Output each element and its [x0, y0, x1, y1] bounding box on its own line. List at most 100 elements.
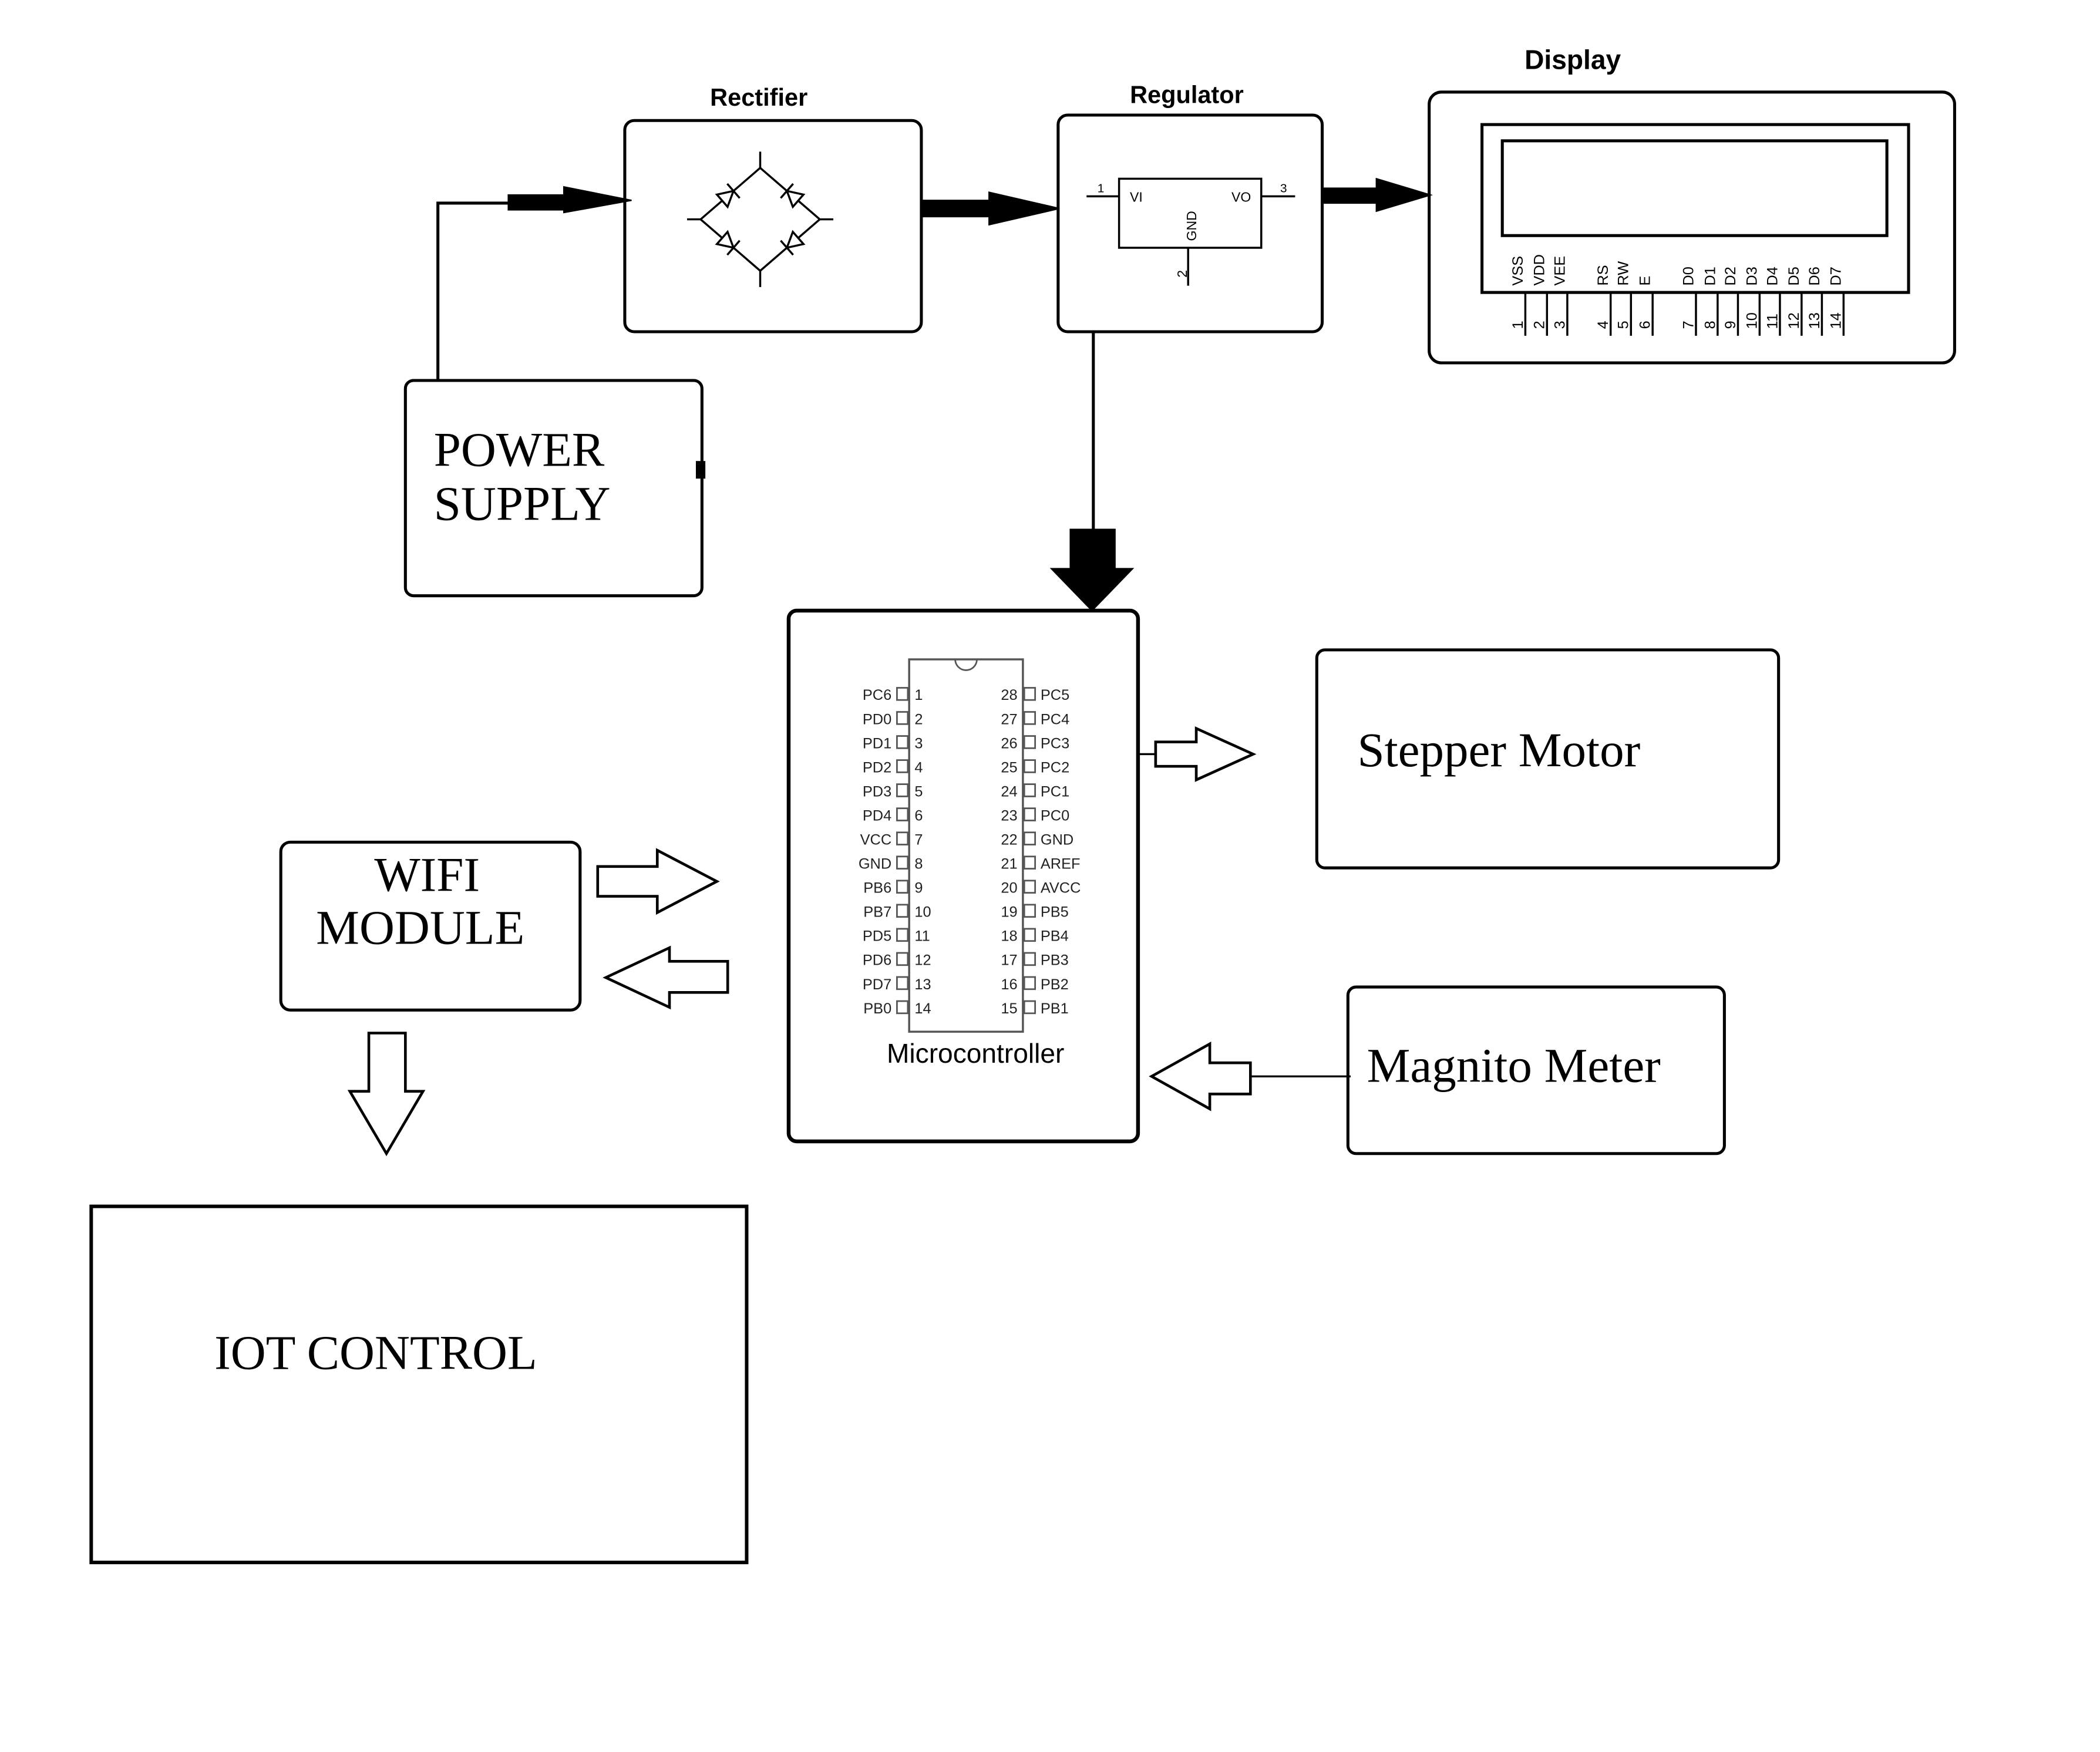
mcu-pin-name: PB5 — [1041, 904, 1069, 921]
lcd-pin-number: 9 — [1722, 321, 1739, 329]
lcd-pin-number: 2 — [1532, 321, 1548, 329]
mcu-pin-name: PD0 — [863, 711, 891, 727]
mcu-pin-pad — [1023, 880, 1036, 894]
connection-rectifier-to-regulator — [920, 191, 1060, 226]
power-supply-block: POWER SUPPLY — [403, 379, 706, 598]
mcu-pin-pad — [1023, 976, 1036, 990]
mcu-pin-pad — [896, 807, 909, 821]
mcu-pin-number: 14 — [914, 1000, 931, 1017]
lcd-pin-number: 11 — [1764, 314, 1781, 329]
display-box — [1428, 90, 1956, 365]
bridge-rectifier-icon — [686, 151, 834, 287]
lcd-pin-number: 7 — [1680, 321, 1697, 329]
mcu-pin-pad — [896, 711, 909, 725]
mcu-pin-pad — [1023, 735, 1036, 749]
rectifier-title: Rectifier — [710, 83, 807, 111]
stepper-motor-label: Stepper Motor — [1357, 723, 1640, 777]
lcd-pin-name: VDD — [1532, 254, 1548, 286]
mcu-pin-name: PD7 — [863, 976, 891, 993]
lcd-pin-group: VSS1VDD2VEE3RS4RW5E6D07D18D29D310D411D51… — [1510, 254, 1845, 336]
stepper-motor-block: Stepper Motor — [1315, 648, 1781, 870]
mcu-pin-number: 25 — [1001, 759, 1017, 776]
wifi-module-label-line1: WIFI — [374, 847, 480, 901]
lcd-pin-name: E — [1637, 276, 1654, 286]
arrow-shaft — [920, 200, 992, 218]
regulator-pin-out-label: VO — [1231, 190, 1251, 205]
regulator-pin-in-num: 1 — [1098, 181, 1105, 195]
power-wire — [436, 201, 513, 380]
mcu-pin-pad — [896, 976, 909, 990]
mcu-pin-name: PC2 — [1041, 759, 1069, 776]
mcu-pin-number: 15 — [1001, 1000, 1017, 1017]
magnetometer-block: Magnito Meter — [1149, 985, 1726, 1155]
mcu-pin-pad — [896, 831, 909, 845]
lcd-pin-number: 6 — [1637, 321, 1654, 329]
iot-control-block: IOT CONTROL — [89, 1204, 749, 1565]
lcd-pin-name: D5 — [1786, 267, 1802, 285]
ic-package — [908, 658, 1024, 1033]
regulator-block: Regulator 1 3 VI VO GND 2 — [1056, 80, 1324, 333]
mcu-pin-number: 17 — [1001, 952, 1017, 969]
arrow-shaft — [1321, 187, 1380, 204]
lcd-pin-number: 1 — [1510, 321, 1526, 329]
mcu-pin-name: PB3 — [1041, 952, 1069, 969]
regulator-pin-gnd-label: GND — [1184, 211, 1199, 241]
mcu-pin-number: 19 — [1001, 904, 1017, 921]
mcu-pin-name: PD4 — [863, 807, 891, 824]
hollow-arrow-left-icon — [1149, 1042, 1252, 1111]
lcd-pin-name: D4 — [1764, 267, 1781, 285]
mcu-pin-pad — [1023, 759, 1036, 773]
mcu-pin-number: 7 — [914, 832, 923, 848]
connection-regulator-to-display — [1321, 177, 1433, 213]
iot-control-box — [89, 1204, 749, 1565]
mcu-pin-number: 9 — [914, 880, 923, 897]
lcd-screen — [1500, 139, 1889, 237]
mcu-pin-name: PB1 — [1041, 1000, 1069, 1017]
mcu-pin-number: 2 — [914, 711, 923, 727]
arrow-down-icon — [1049, 568, 1135, 612]
mcu-pin-pad — [1023, 783, 1036, 797]
connection-power-to-rectifier — [436, 186, 632, 380]
magnetometer-label: Magnito Meter — [1367, 1039, 1661, 1093]
mcu-pin-number: 13 — [914, 976, 931, 993]
ic-notch — [954, 659, 978, 671]
mcu-pin-pad — [896, 904, 909, 918]
iot-control-label: IOT CONTROL — [214, 1325, 537, 1379]
mcu-pin-number: 28 — [1001, 687, 1017, 703]
lcd-pin-number: 14 — [1828, 312, 1845, 329]
mcu-pin-number: 27 — [1001, 711, 1017, 727]
mcu-pin-pad — [1023, 1000, 1036, 1015]
lcd-pin-number: 10 — [1744, 312, 1761, 329]
lcd-pin-number: 8 — [1702, 321, 1718, 329]
regulator-pin-out-num: 3 — [1280, 181, 1287, 195]
mcu-pin-number: 26 — [1001, 735, 1017, 752]
mcu-pin-pad — [896, 880, 909, 894]
mcu-pin-pad — [1023, 711, 1036, 725]
mcu-pin-pad — [896, 687, 909, 701]
lcd-pin-name: VEE — [1552, 256, 1568, 286]
mcu-pin-number: 4 — [914, 759, 923, 776]
mcu-pin-number: 11 — [914, 928, 930, 945]
lcd-pin-name: D6 — [1806, 267, 1823, 285]
mcu-pin-name: VCC — [860, 832, 892, 848]
regulator-title: Regulator — [1130, 80, 1244, 108]
mcu-pin-name: PC6 — [863, 687, 891, 703]
mcu-pin-name: PD1 — [863, 735, 891, 752]
mcu-pin-name: GND — [859, 856, 891, 872]
mcu-pin-name: PD2 — [863, 759, 891, 776]
hollow-arrow-down-icon — [347, 1032, 426, 1157]
lcd-pin-name: RS — [1595, 265, 1611, 285]
mcu-pin-number: 23 — [1001, 807, 1017, 824]
mcu-pin-name: PB4 — [1041, 928, 1069, 945]
mcu-pin-pad — [896, 783, 909, 797]
mcu-pin-name: PB6 — [863, 880, 891, 897]
lcd-pin-name: D0 — [1680, 267, 1697, 285]
mcu-pin-number: 16 — [1001, 976, 1017, 993]
mcu-pin-pad — [1023, 952, 1036, 966]
wifi-module-label-line2: MODULE — [316, 900, 524, 954]
mcu-pin-number: 21 — [1001, 856, 1017, 872]
lcd-pin-number: 5 — [1616, 321, 1632, 329]
mcu-pin-name: AREF — [1041, 856, 1081, 872]
